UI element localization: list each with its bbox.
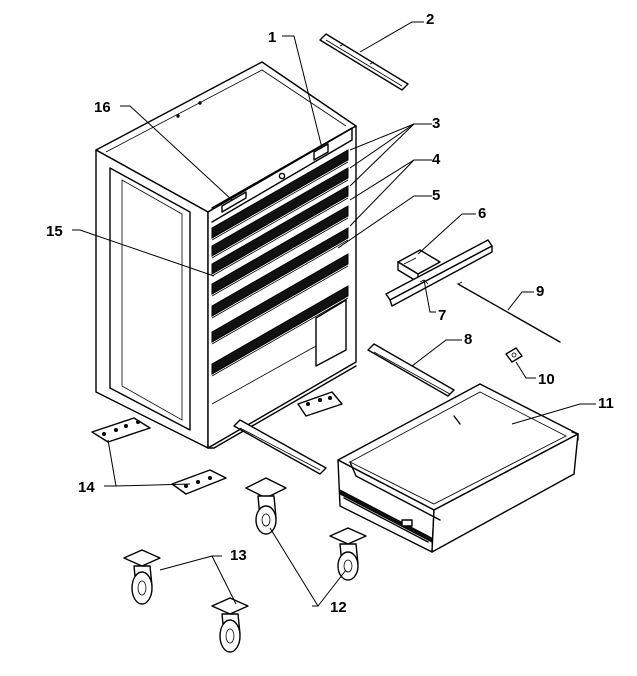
part-8-drawer-slide [367, 343, 455, 397]
part-10-nut [505, 347, 523, 363]
tool-cabinet [95, 61, 357, 449]
callout-11: 11 [598, 395, 614, 412]
callout-5: 5 [432, 187, 440, 204]
callout-15: 15 [46, 223, 63, 240]
callout-1: 1 [268, 29, 276, 46]
callout-numbers: 1 2 3 4 5 6 7 8 9 10 11 12 13 14 15 16 [46, 11, 614, 616]
callout-9: 9 [536, 283, 544, 300]
callout-16: 16 [94, 99, 111, 116]
part-9-rod [457, 281, 561, 343]
part-11-drawer [337, 383, 579, 553]
callout-6: 6 [478, 205, 486, 222]
callout-12: 12 [330, 599, 347, 616]
cabinet-drawers [211, 149, 349, 377]
part-2-top-rail [319, 33, 409, 91]
callout-4: 4 [432, 151, 441, 168]
callout-13: 13 [230, 547, 247, 564]
part-7-slide-rail [385, 239, 493, 307]
leader-lines [72, 21, 596, 607]
callout-2: 2 [426, 11, 434, 28]
part-14-base-plates [91, 391, 343, 495]
part-6-bracket [397, 249, 441, 283]
callout-14: 14 [78, 479, 95, 496]
callout-3: 3 [432, 115, 440, 132]
callout-8: 8 [464, 331, 472, 348]
part-12-13-casters [123, 477, 367, 653]
callout-7: 7 [438, 307, 446, 324]
callout-10: 10 [538, 371, 555, 388]
